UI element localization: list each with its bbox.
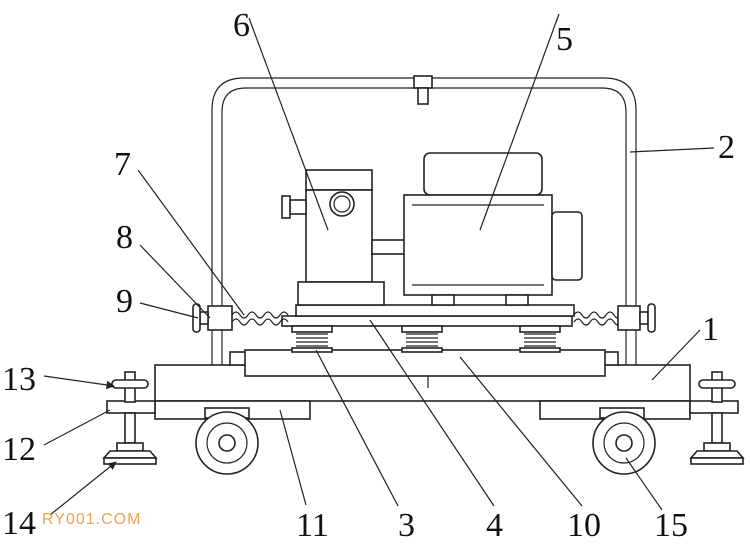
handle-frame: [211, 75, 637, 365]
side-blocks: [207, 305, 641, 331]
clamp-right: [689, 371, 745, 465]
label-1: 1: [702, 311, 719, 348]
label-4: 4: [486, 507, 503, 544]
support-springs: [291, 325, 561, 353]
side-springs: [231, 311, 623, 326]
label-10: 10: [567, 507, 601, 544]
label-11: 11: [296, 507, 329, 544]
clamp-left: [102, 371, 158, 465]
label-8: 8: [116, 219, 133, 256]
wheel-right: [592, 407, 656, 475]
label-3: 3: [398, 507, 415, 544]
mounting-plate: [281, 304, 575, 327]
label-14: 14: [2, 505, 36, 542]
pump: [281, 169, 407, 306]
label-2: 2: [718, 129, 735, 166]
motor: [403, 152, 583, 306]
watermark: RY001.COM: [42, 511, 141, 528]
label-13: 13: [2, 361, 36, 398]
label-12: 12: [2, 431, 36, 468]
label-15: 15: [654, 507, 688, 544]
leader-lines: [43, 13, 715, 516]
label-6: 6: [233, 7, 250, 44]
label-9: 9: [116, 283, 133, 320]
label-7: 7: [114, 146, 131, 183]
wheel-left: [195, 407, 259, 475]
label-5: 5: [556, 21, 573, 58]
